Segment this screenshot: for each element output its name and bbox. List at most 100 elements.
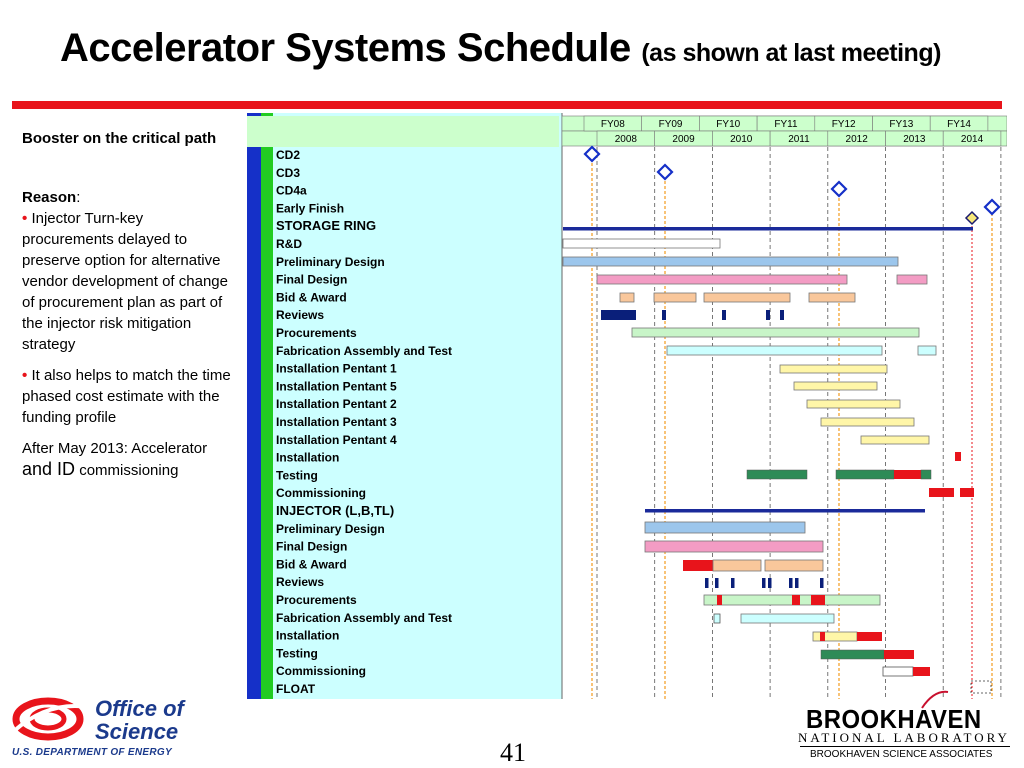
reason-colon: : [76,189,81,206]
gantt-bars [562,227,992,694]
task-bar [764,559,824,572]
storage-ring-summary-bar [563,227,973,231]
critical-bar [929,488,954,497]
fy-label: FY14 [947,119,971,130]
task-label: Fabrication Assembly and Test [276,344,452,358]
title-divider [12,101,1002,109]
early-finish-milestone [983,198,1001,216]
task-label: Installation [276,451,339,465]
fy-label: FY09 [659,119,683,130]
task-bar [808,292,856,303]
bullet-text: Injector Turn-key procurements delayed t… [22,210,228,353]
left-text-panel: Booster on the critical path Reason: • I… [22,128,238,481]
task-label: Procurements [276,593,357,607]
review-mark [762,578,766,588]
year-label: 2008 [615,134,638,145]
task-bar [562,256,899,267]
logo-swirl-inner [29,707,67,731]
task-label: Commissioning [276,664,366,678]
science-line: Science [95,719,179,744]
float-box [970,680,992,694]
task-label: CD4a [276,184,307,198]
critical-bar [894,470,921,479]
after-note: After May 2013: Accelerator and ID commis… [22,438,238,481]
bullet-glyph: • [22,367,28,384]
task-bar [917,345,937,356]
office-of-science-logo [12,697,89,741]
injector-summary-bar [645,509,925,513]
bnl-name: BROOKHAVEN [806,704,982,734]
fy-label: FY10 [716,119,740,130]
task-label: Fabrication Assembly and Test [276,611,452,625]
task-label: Installation Pentant 2 [276,397,397,411]
task-bar [619,292,635,303]
task-label: Final Design [276,273,347,287]
year-label: 2014 [961,134,984,145]
task-label: Testing [276,468,318,482]
task-bar [666,345,883,356]
task-label: Testing [276,646,318,660]
review-mark [731,578,735,588]
task-label: Bid & Award [276,557,347,571]
review-mark [768,578,772,588]
task-bar [746,469,808,480]
task-label: INJECTOR (L,B,TL) [276,503,394,518]
review-mark [789,578,793,588]
task-label: Preliminary Design [276,255,385,269]
after-text: After May 2013: Accelerator [22,440,208,457]
bnl-swoosh-icon [921,690,949,709]
review-mark [705,578,709,588]
task-label: Installation [276,629,339,643]
slide-title: Accelerator Systems Schedule (as shown a… [60,26,941,71]
doe-label: U.S. DEPARTMENT OF ENERGY [12,747,172,758]
year-cell [942,130,1002,147]
critical-bar [955,452,961,461]
after-end: commissioning [79,462,179,479]
fy-label: FY12 [832,119,856,130]
task-label: Bid & Award [276,290,347,304]
task-bar [860,435,930,445]
task-bar [779,364,888,374]
task-label: R&D [276,237,302,251]
task-label: Final Design [276,540,347,554]
task-label: Installation Pentant 4 [276,433,397,447]
cd4a-milestone [830,180,848,198]
task-bar [812,631,858,642]
reason-line: Reason: [22,187,238,208]
milestones [583,145,1001,226]
task-bar [703,292,791,303]
task-bar [596,274,848,285]
task-bar [896,274,928,285]
page-number: 41 [500,738,526,767]
task-bar [644,540,824,553]
bnl-lab: NATIONAL LABORATORY [798,730,1010,745]
critical-bar [913,667,930,676]
review-mark [780,310,784,320]
critical-bar [884,650,914,659]
cd3-milestone [656,163,674,181]
logo-swirl-cut [12,704,89,733]
review-mark [715,578,719,588]
fy-label: FY11 [774,119,798,130]
task-label: Installation Pentant 3 [276,415,397,429]
after-big: and ID [22,459,76,479]
task-label: FLOAT [276,682,316,696]
bnl-associates: BROOKHAVEN SCIENCE ASSOCIATES [810,749,993,760]
task-bar [920,469,932,480]
critical-bar [857,632,882,641]
task-bar [882,666,914,677]
task-bar [806,399,901,409]
review-mark [820,578,824,588]
review-mark [766,310,770,320]
critical-bar [811,595,825,605]
cd2-milestone [583,145,601,163]
office-of-science-wordmark: Office of Science [95,697,184,743]
task-bar [631,327,920,338]
year-label: 2010 [730,134,753,145]
title-subtitle: (as shown at last meeting) [641,39,941,67]
task-bar [713,613,721,624]
task-label: Installation Pentant 1 [276,362,397,376]
